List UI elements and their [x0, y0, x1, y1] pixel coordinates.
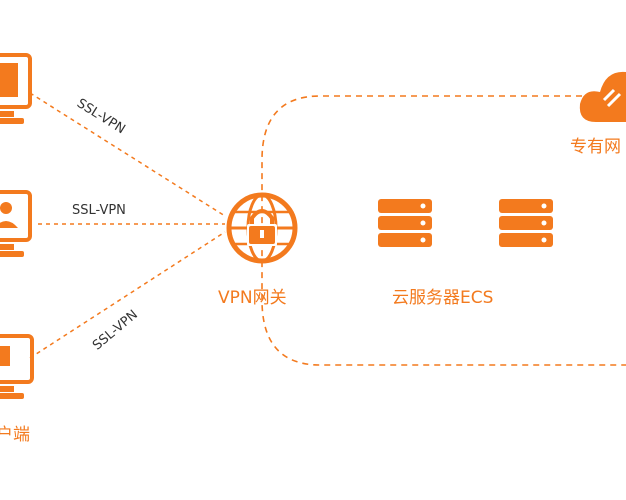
cloud-icon [579, 71, 626, 122]
connection-label-middle: SSL-VPN [72, 203, 126, 218]
ecs-servers-label: 云服务器ECS [392, 288, 494, 308]
server-icon-1 [378, 199, 432, 247]
connection-line-bottom [29, 231, 226, 359]
vpn-gateway-label: VPN网关 [218, 288, 287, 308]
vpn-gateway-globe-icon [226, 192, 298, 264]
client-monitor-icon-bottom [0, 334, 34, 399]
client-label: 户端 [0, 425, 30, 445]
client-monitor-icon-middle [0, 190, 32, 257]
vpc-label: 专有网 [570, 137, 621, 157]
client-monitor-icon-top [0, 53, 32, 124]
connection-line-top [29, 92, 226, 217]
server-icon-2 [499, 199, 553, 247]
